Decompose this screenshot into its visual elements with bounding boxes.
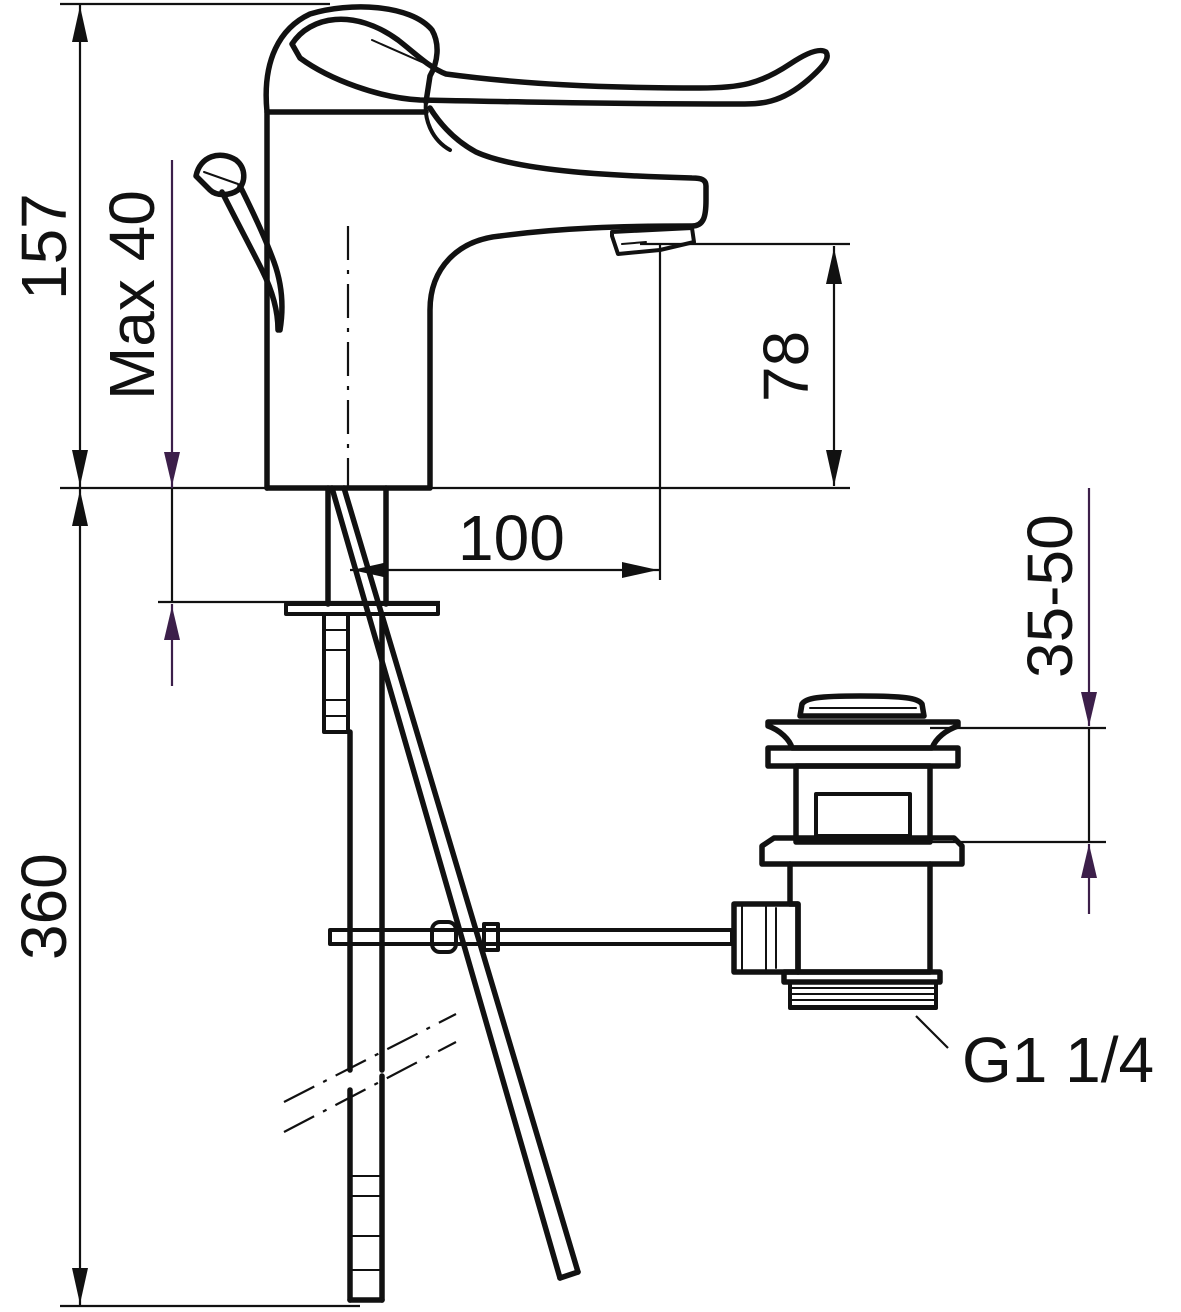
label-max-deck: Max 40 bbox=[96, 190, 168, 400]
popup-knob bbox=[193, 152, 285, 333]
dimension-overall-height: 157 bbox=[8, 2, 330, 488]
faucet-body bbox=[263, 4, 830, 491]
dimension-spout-height: 78 bbox=[640, 242, 850, 486]
dimension-pipe-length: 360 bbox=[8, 486, 850, 1308]
dimension-max-deck: Max 40 bbox=[96, 160, 440, 686]
label-thread: G1 1/4 bbox=[962, 1024, 1154, 1096]
label-drain-range: 35-50 bbox=[1014, 514, 1086, 678]
label-pipe-length: 360 bbox=[8, 853, 80, 960]
callout-thread: G1 1/4 bbox=[915, 1015, 1154, 1096]
label-overall-height: 157 bbox=[8, 193, 80, 300]
drain-assembly bbox=[731, 693, 965, 1010]
drain-thread bbox=[788, 980, 938, 1010]
shank-assembly bbox=[283, 485, 457, 1303]
label-spout-reach: 100 bbox=[458, 502, 565, 574]
popup-rod bbox=[329, 485, 581, 1281]
dimension-drain-range: 35-50 bbox=[930, 488, 1106, 914]
dimension-spout-reach: 100 bbox=[350, 244, 662, 580]
linkage-rod bbox=[328, 920, 734, 954]
label-spout-height: 78 bbox=[750, 331, 822, 402]
